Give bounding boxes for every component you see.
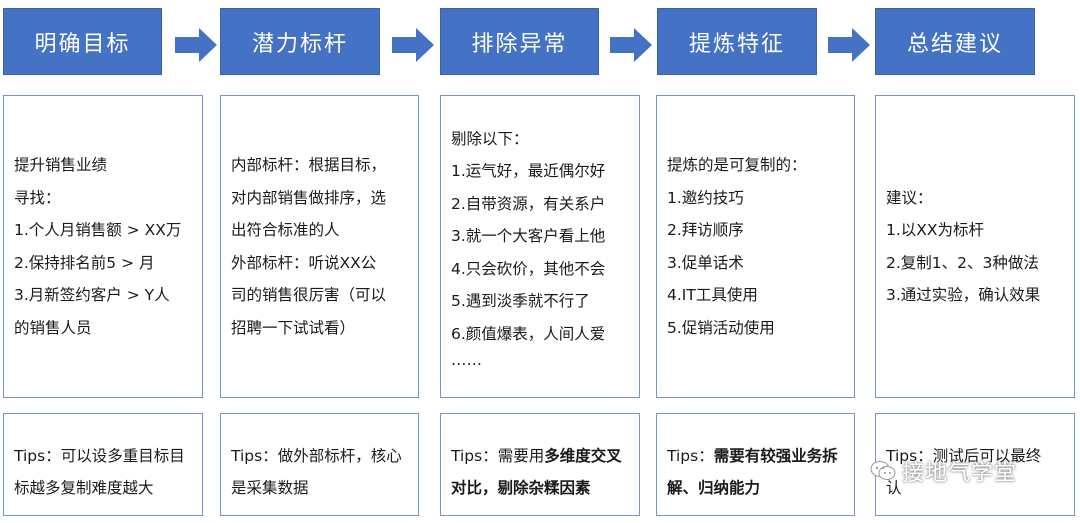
- content-line: 招聘一下试试看）: [231, 318, 356, 337]
- content-line: 司的销售很厉害（可以: [231, 286, 387, 304]
- content-box-extract: 提炼的是可复制的： 1.邀约技巧 2.拜访顺序 3.促单话术 4.IT工具使用 …: [656, 95, 855, 398]
- tip-text-tail: 认: [886, 479, 902, 497]
- content-box-goal: 提升销售业绩 寻找： 1.个人月销售额 > XX万 2.保持排名前5 > 月 3…: [3, 95, 203, 398]
- tip-box-exclude: Tips：需要用多维度交叉对比，剔除杂糅因素: [440, 413, 640, 516]
- watermark-text: 接地气学堂: [902, 461, 1018, 486]
- content-line: 3.月新签约客户 > Y人: [14, 286, 170, 304]
- tip-text: Tips：测试后可以最终: [886, 447, 1042, 465]
- chat-bubble-icon: [870, 461, 896, 480]
- tip-box-goal: Tips：可以设多重目标目标越多复制难度越大: [3, 413, 203, 516]
- content-line: 3.通过实验，确认效果: [886, 286, 1041, 304]
- content-line: 2.保持排名前5 > 月: [14, 253, 155, 272]
- tip-box-extract: Tips：需要有较强业务拆解、归纳能力: [656, 413, 855, 516]
- content-line: 3.就一个大客户看上他: [451, 227, 606, 246]
- content-line: 4.只会砍价，其他不会: [451, 259, 606, 278]
- step-header-extract: 提炼特征: [657, 8, 817, 75]
- arrow-right-icon: [610, 28, 652, 62]
- arrow-right-icon: [828, 28, 870, 62]
- content-box-summary: 建议： 1.以XX为标杆 2.复制1、2、3种做法 3.通过实验，确认效果: [875, 95, 1075, 398]
- tip-box-benchmark: Tips：做外部标杆，核心是采集数据: [220, 413, 419, 516]
- content-line: 6.颜值爆表，人间人爱: [451, 324, 606, 343]
- content-line: 1.邀约技巧: [667, 188, 744, 207]
- content-line: 内部标杆：根据目标，: [231, 156, 387, 174]
- content-line: 1.个人月销售额 > XX万: [14, 221, 182, 239]
- content-line: 出符合标准的人: [231, 221, 340, 239]
- tip-bold-text: 多维度交叉对比，剔除杂糅因素: [451, 447, 622, 497]
- content-line: 剔除以下：: [451, 129, 529, 148]
- content-line: 1.以XX为标杆: [886, 221, 985, 239]
- content-line: 的销售人员: [14, 318, 92, 337]
- content-line: 外部标杆：听说XX公: [231, 253, 377, 272]
- tip-text: Tips：需要用: [451, 447, 545, 465]
- tip-box-summary: Tips：测试后可以最终认: [875, 413, 1075, 516]
- content-line: 提炼的是可复制的：: [667, 156, 807, 174]
- content-line: 5.遇到淡季就不行了: [451, 292, 590, 311]
- content-line: 5.促销活动使用: [667, 318, 775, 337]
- arrow-right-icon: [175, 28, 217, 62]
- content-line: 4.IT工具使用: [667, 286, 758, 304]
- content-line: 对内部销售做排序，选: [231, 188, 387, 207]
- watermark: 接地气学堂: [870, 455, 1017, 487]
- content-line: 提升销售业绩: [14, 156, 108, 174]
- step-header-benchmark: 潜力标杆: [220, 8, 380, 75]
- arrow-right-icon: [392, 28, 434, 62]
- content-line: 2.自带资源，有关系户: [451, 194, 606, 213]
- step-header-goal: 明确目标: [3, 8, 162, 75]
- content-line: 1.运气好，最近偶尔好: [451, 162, 606, 181]
- content-line: 建议：: [886, 188, 933, 207]
- tip-text: Tips：做外部标杆，核心是采集数据: [231, 447, 402, 497]
- content-line: 寻找：: [14, 188, 61, 207]
- tip-bold-text: 需要有较强业务拆解、归纳能力: [667, 447, 838, 497]
- content-line: 2.复制1、2、3种做法: [886, 253, 1039, 272]
- tip-text: Tips：: [667, 447, 714, 465]
- content-line: 3.促单话术: [667, 253, 744, 272]
- step-header-summary: 总结建议: [875, 8, 1035, 75]
- content-box-benchmark: 内部标杆：根据目标， 对内部销售做排序，选 出符合标准的人 外部标杆：听说XX公…: [220, 95, 419, 398]
- tip-text: Tips：可以设多重目标目标越多复制难度越大: [14, 447, 185, 497]
- content-box-exclude: 剔除以下： 1.运气好，最近偶尔好 2.自带资源，有关系户 3.就一个大客户看上…: [440, 95, 640, 398]
- content-line: ……: [451, 351, 482, 370]
- content-line: 2.拜访顺序: [667, 221, 744, 239]
- step-header-exclude: 排除异常: [440, 8, 599, 75]
